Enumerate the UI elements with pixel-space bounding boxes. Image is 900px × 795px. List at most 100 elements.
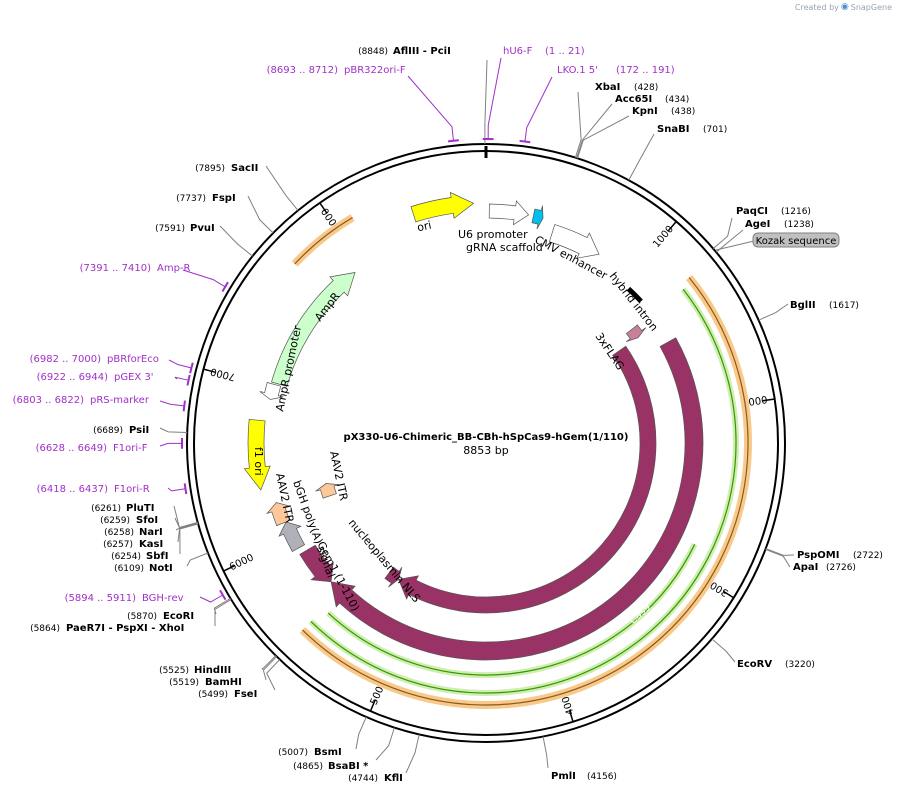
feature-cmv-enhancer: [548, 224, 600, 259]
enzyme-pos-psiI: (6689): [93, 426, 123, 436]
enzyme-ageI: AgeI: [745, 219, 770, 230]
enzyme-bsaBI: BsaBI *: [328, 761, 369, 772]
enzyme-pos-notI: (6109): [114, 564, 144, 574]
enzyme-ecoRI: EcoRI: [163, 611, 194, 622]
enzyme-pos-kasI: (6257): [103, 540, 133, 550]
primer-pbrforeco: pBRforEco: [107, 354, 159, 365]
enzyme-pos-bglII: (1617): [829, 301, 859, 311]
enzyme-leader: [213, 597, 231, 615]
primer-mark: [182, 400, 186, 412]
backbone-outer: [186, 143, 786, 743]
feature-nucleoplasmin-nls: [384, 566, 403, 588]
enzyme-pos-narI: (6258): [104, 528, 134, 538]
branding-prefix: Created by: [794, 2, 839, 12]
enzyme-leader: [219, 225, 253, 257]
enzyme-narI: NarI: [139, 527, 163, 538]
snapgene-logo-icon: ◉: [840, 2, 849, 12]
feature-label-grna-scaffold: gRNA scaffold: [466, 241, 543, 254]
enzyme-pos-bsaBI: (4865): [293, 762, 323, 772]
enzyme-pvuI: PvuI: [190, 223, 215, 234]
primer-mark: [448, 139, 459, 143]
enzyme-paqCI: PaqCI: [736, 206, 768, 217]
enzyme-pos-apaI: (2726): [826, 563, 856, 573]
enzyme-pos-fspI: (7737): [176, 194, 206, 204]
enzyme-pos-paqCI: (1216): [781, 207, 811, 217]
enzyme-leader: [576, 103, 613, 159]
primer-f1ori-r: F1ori-R: [114, 484, 150, 495]
enzyme-notI: NotI: [149, 563, 173, 574]
enzyme-pspOMI: PspOMI: [797, 550, 839, 561]
enzyme-snaBI: SnaBI: [657, 124, 689, 135]
enzyme-pos-sbfI: (6254): [111, 552, 141, 562]
scale-tick-mark: [762, 398, 775, 402]
enzyme-sfoI: SfoI: [136, 515, 158, 526]
primer-mark: [221, 281, 229, 292]
primer-leader: [159, 442, 183, 447]
kozak-sequence-pill: [752, 232, 840, 248]
enzyme-leader: [355, 716, 367, 750]
primer-leader: [487, 57, 502, 140]
primer-leader: [524, 76, 553, 142]
enzyme-pos-aflIII-pciI: (8848): [358, 47, 388, 57]
primer-f1ori-f: F1ori-F: [113, 443, 148, 454]
enzyme-pos-acc65I: (434): [665, 95, 689, 105]
enzyme-pluTI: PluTI: [126, 503, 154, 514]
primer-mark: [219, 589, 227, 601]
primer-mark: [186, 374, 191, 386]
enzyme-bsmI: BsmI: [314, 747, 342, 758]
kozak-leader: [715, 240, 755, 251]
primer-range-prs-marker: (6803 .. 6822): [13, 395, 85, 406]
enzyme-leader: [261, 655, 277, 671]
enzyme-pos-ageI: (1238): [784, 220, 814, 230]
scale-tick-mark: [369, 699, 376, 712]
primer-range-amp-r: (7391 .. 7410): [80, 263, 152, 274]
snapgene-branding: Created by ◉ SnapGene: [795, 2, 892, 12]
enzyme-leader: [247, 195, 274, 234]
enzyme-pos-pvuI: (7591): [155, 224, 185, 234]
primer-leader: [199, 594, 223, 603]
enzyme-pos-snaBI: (701): [703, 125, 727, 135]
feature-aav2-itr-left: [266, 502, 292, 527]
enzyme-pos-ecoRI: (5870): [127, 612, 157, 622]
scale-tick-mark: [568, 710, 574, 722]
primer-range-pbrforeco: (6982 .. 7000): [30, 354, 102, 365]
feature-ori: [410, 191, 475, 223]
enzyme-leader: [574, 91, 582, 158]
primer-leader-lines: [159, 57, 553, 603]
primer-range-pbr322ori-f: (8693 .. 8712): [267, 65, 339, 76]
primer-leader: [174, 376, 189, 381]
enzyme-xbaI: XbaI: [595, 82, 620, 93]
enzyme-leader: [765, 548, 791, 568]
enzyme-leader: [576, 115, 630, 159]
feature-f1-ori: [243, 418, 271, 491]
enzyme-kpnI: KpnI: [632, 106, 658, 117]
enzyme-bglII: BglII: [790, 300, 816, 311]
feature-u6-promoter: [488, 200, 530, 226]
feature-arc-green-2-line: [327, 544, 696, 676]
feature-hybrid-intron: [626, 286, 643, 304]
primer-pgex-3: pGEX 3': [114, 372, 154, 383]
enzyme-leader: [715, 229, 744, 253]
scale-tick-mark: [223, 565, 235, 572]
enzyme-pos-sacII: (7895): [195, 164, 225, 174]
scale-tick-label: 7000: [209, 365, 236, 382]
enzyme-psiI: PsiI: [129, 425, 149, 436]
primer-pbr322ori-f: pBR322ori-F: [344, 65, 406, 76]
enzyme-pos-kflI: (4744): [348, 774, 378, 784]
enzyme-leader: [265, 165, 299, 211]
enzyme-kflI: KflI: [384, 773, 403, 784]
enzyme-leader: [159, 427, 188, 434]
kozak-sequence-label: Kozak sequence: [756, 236, 837, 247]
feature-ampr-promoter: [259, 382, 284, 400]
enzyme-pos-pspOMI: (2722): [853, 551, 883, 561]
primer-hu6-f: hU6-F: [503, 46, 533, 57]
primer-mark: [183, 483, 188, 495]
scale-tick-label: 1000: [651, 224, 676, 250]
enzyme-aflIII-pciI: AflIII - PciI: [393, 46, 451, 57]
scale-tick-label: 6000: [228, 552, 256, 573]
primer-range-lko1-5: (172 .. 191): [616, 65, 675, 76]
feature-label-ori: ori: [416, 219, 433, 235]
feature-label-hybrid-intron: hybrid intron: [607, 270, 661, 334]
enzyme-leader: [375, 727, 395, 761]
enzyme-pos-xbaI: (428): [634, 83, 658, 93]
